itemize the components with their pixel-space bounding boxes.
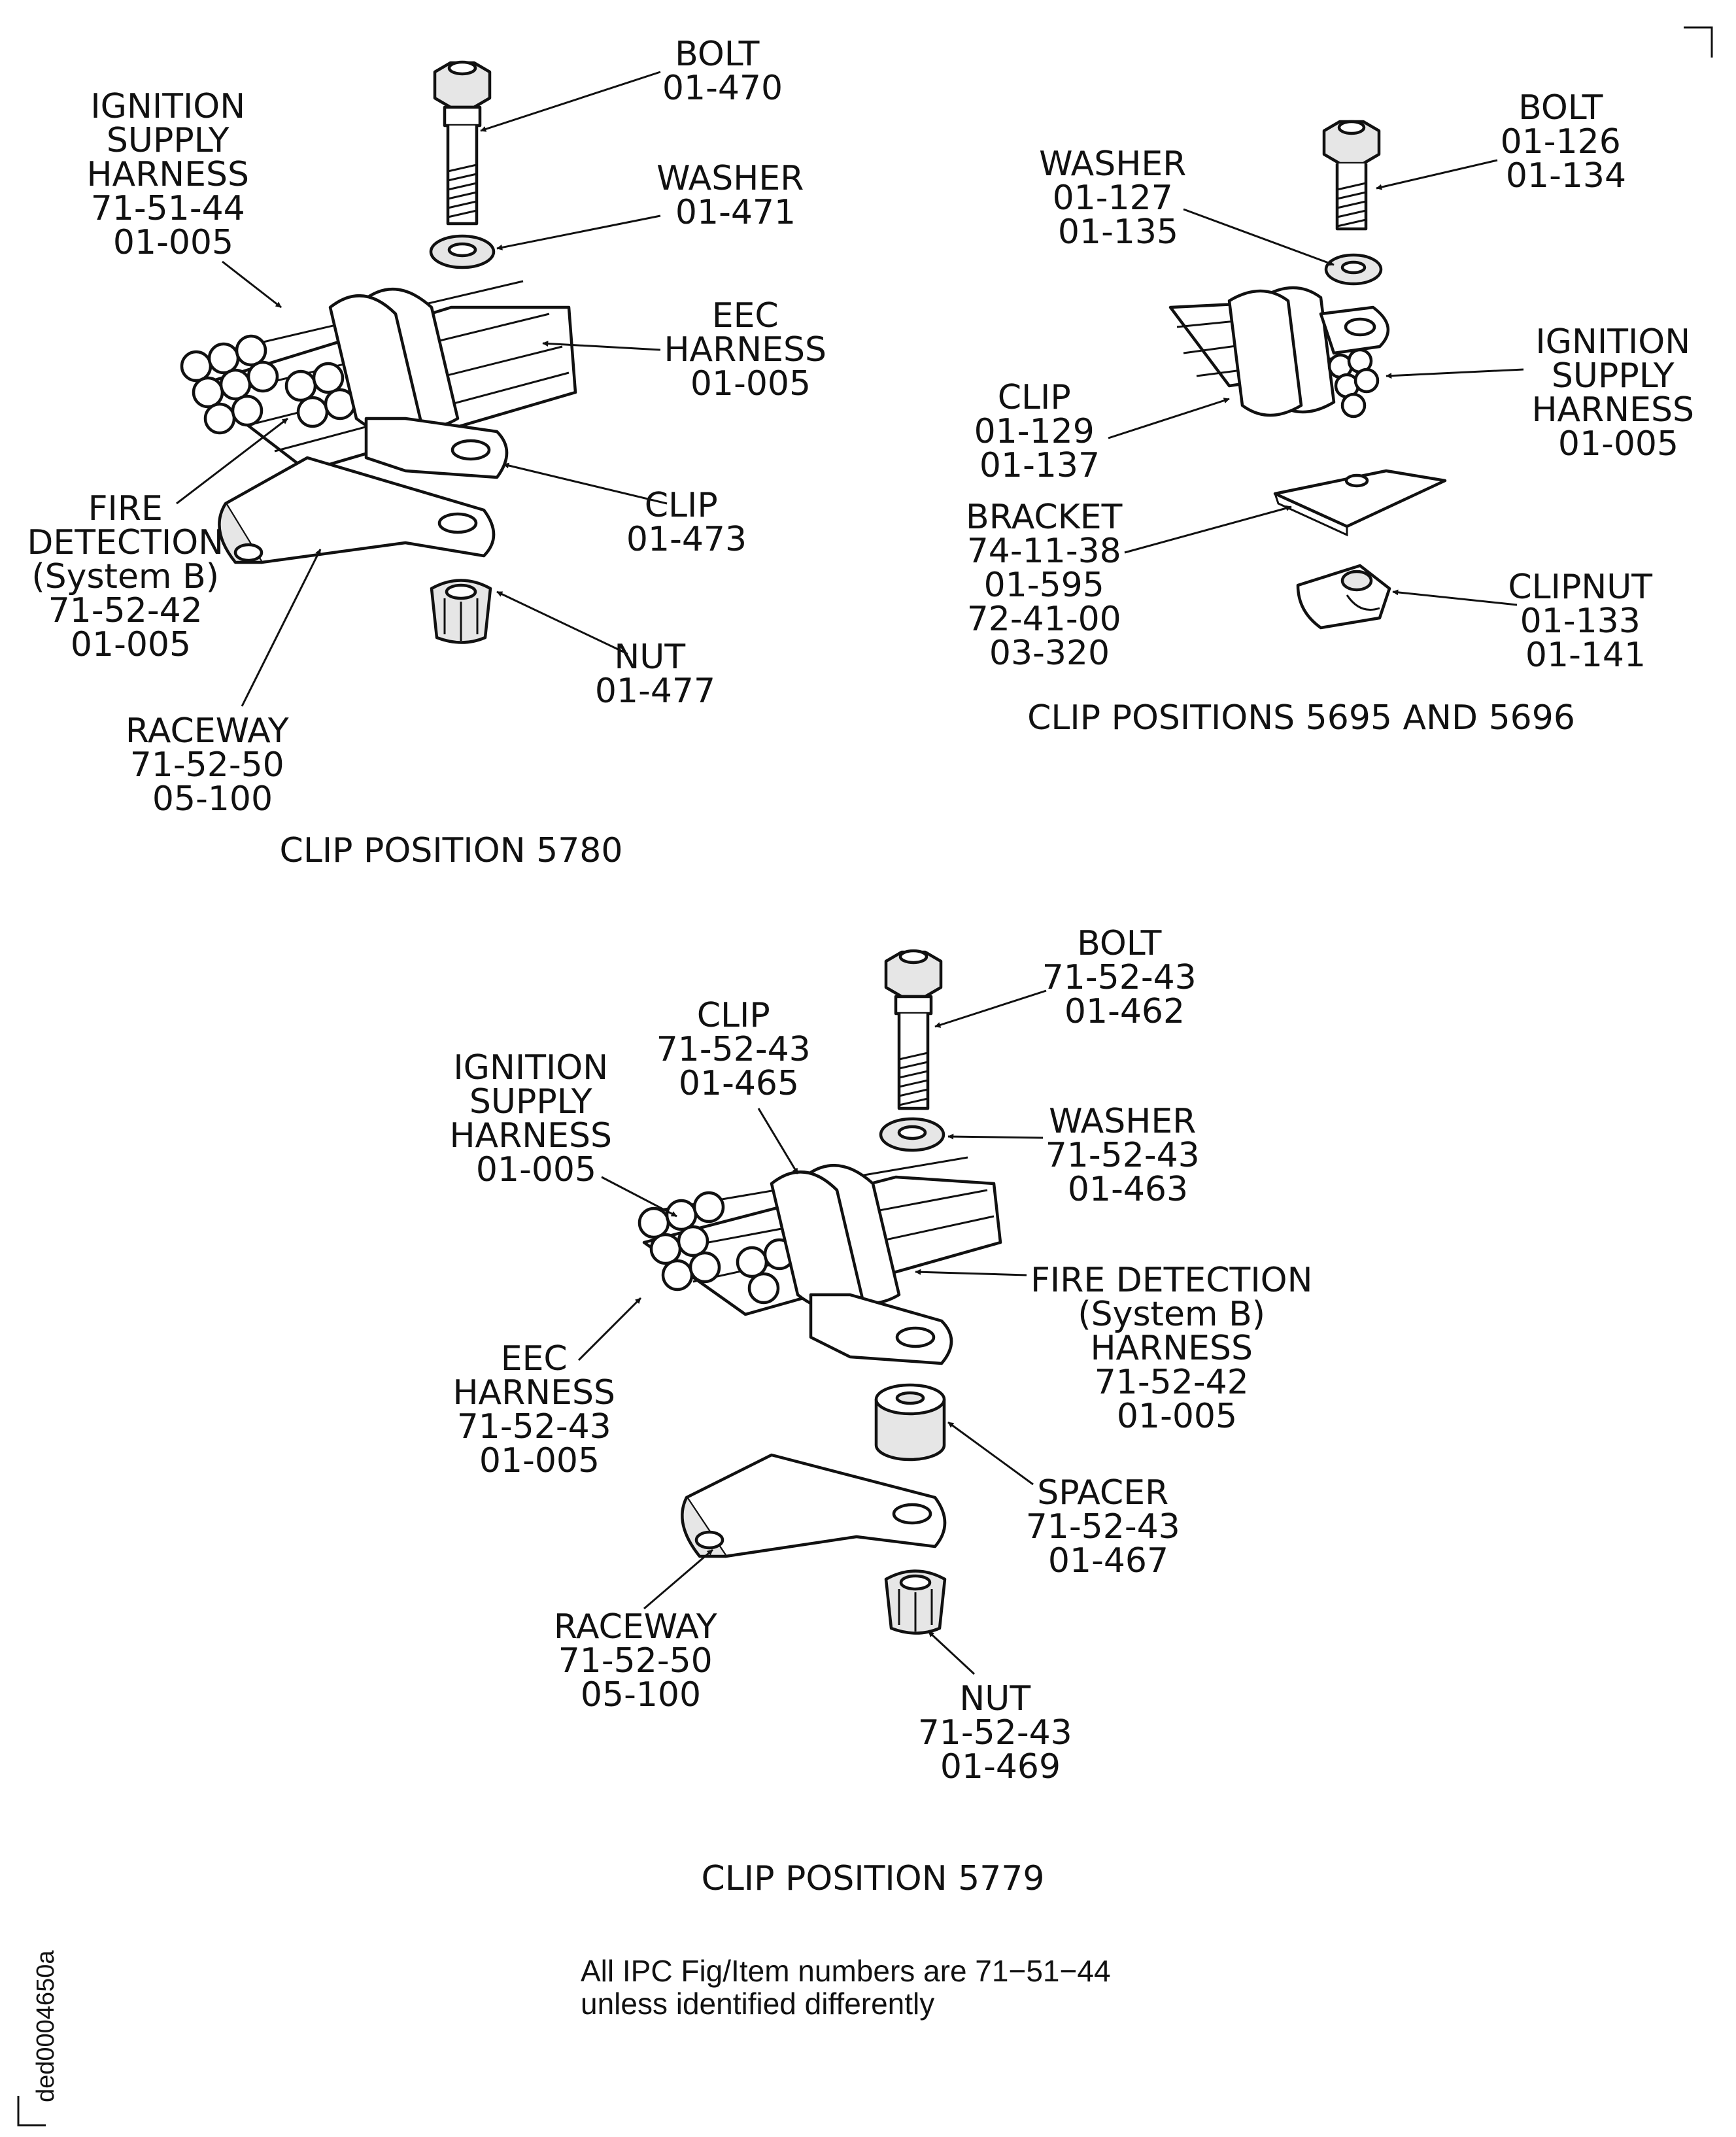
spacer-5779-part [874, 1383, 946, 1462]
figure-id: ded0004650a [32, 1950, 60, 2102]
raceway-5779-part [681, 1453, 947, 1558]
label-bolt-5780: BOLT 01-470 [662, 35, 783, 108]
harness-bundle-5780 [180, 280, 577, 473]
label-raceway-5779: RACEWAY 71-52-50 05-100 [554, 1607, 728, 1715]
label-clip-5695: CLIP 01-129 01-137 [974, 378, 1106, 485]
label-washer-5779: WASHER 71-52-43 01-463 [1046, 1102, 1211, 1209]
corner-mark-top-right [1684, 26, 1713, 58]
assembly-5780: BOLT 01-470 WASHER 01-471 IGNITION SUPPL… [27, 35, 837, 870]
label-bracket-5695: BRACKET 74-11-38 01-595 72-41-00 03-320 [966, 498, 1133, 673]
washer-5779-part [879, 1117, 945, 1152]
label-nut-5779: NUT 71-52-43 01-469 [918, 1679, 1083, 1787]
nut-5780-part [430, 579, 492, 644]
label-ignition-5780: IGNITION SUPPLY HARNESS 71-51-44 01-005 [86, 87, 260, 262]
label-spacer-5779: SPACER 71-52-43 01-467 [1026, 1473, 1191, 1581]
assembly-5779: BOLT 71-52-43 01-462 CLIP 71-52-43 01-46… [449, 924, 1323, 1898]
assembly-5695-5696: BOLT 01-126 01-134 WASHER 01-127 01-135 … [966, 88, 1705, 738]
label-raceway-5780: RACEWAY 71-52-50 05-100 [126, 711, 299, 819]
washer-5780-part [429, 234, 496, 269]
label-washer-5695: WASHER 01-127 01-135 [1039, 145, 1197, 252]
clip-5779-part [809, 1293, 953, 1365]
corner-mark-bottom-left [17, 2096, 46, 2127]
caption-5779: CLIP POSITION 5779 [702, 1859, 1045, 1898]
label-nut-5780: NUT 01-477 [595, 638, 715, 711]
harness-bundle-5695 [1168, 286, 1390, 419]
harness-bundle-5779 [638, 1156, 1002, 1316]
label-clipnut-5695: CLIPNUT 01-133 01-141 [1508, 568, 1663, 675]
clipnut-5695-part [1296, 564, 1391, 630]
label-fire-5779: FIRE DETECTION (System B) HARNESS 71-52-… [1030, 1261, 1323, 1436]
caption-5780: CLIP POSITION 5780 [280, 831, 623, 870]
caption-5695-5696: CLIP POSITIONS 5695 AND 5696 [1027, 698, 1575, 738]
nut-5779-part [884, 1569, 947, 1635]
washer-5695-part [1324, 253, 1383, 286]
footnote: All IPC Fig/Item numbers are 71−51−44 un… [581, 1954, 1119, 2021]
label-clip-5779: CLIP 71-52-43 01-465 [656, 996, 822, 1103]
label-ignition-5695: IGNITION SUPPLY HARNESS 01-005 [1531, 322, 1705, 464]
bolt-5779-part [884, 949, 943, 1110]
label-bolt-5779: BOLT 71-52-43 01-462 [1042, 924, 1208, 1031]
label-ignition-5779: IGNITION SUPPLY HARNESS 01-005 [449, 1048, 622, 1189]
clip-5780-part [364, 417, 509, 479]
raceway-5780-part [218, 456, 496, 564]
label-eec-5780: EEC HARNESS 01-005 [664, 296, 837, 403]
label-eec-5779: EEC HARNESS 71-52-43 01-005 [452, 1339, 626, 1480]
bolt-5780-part [433, 60, 492, 226]
label-clip-5780: CLIP 01-473 [626, 486, 747, 559]
label-fire-5780: FIRE DETECTION (System B) 71-52-42 01-00… [27, 489, 234, 664]
label-bolt-5695: BOLT 01-126 01-134 [1501, 88, 1632, 196]
bolt-5695-part [1322, 120, 1381, 231]
bracket-5695-part [1273, 469, 1447, 537]
label-washer-5780: WASHER 01-471 [656, 159, 815, 232]
